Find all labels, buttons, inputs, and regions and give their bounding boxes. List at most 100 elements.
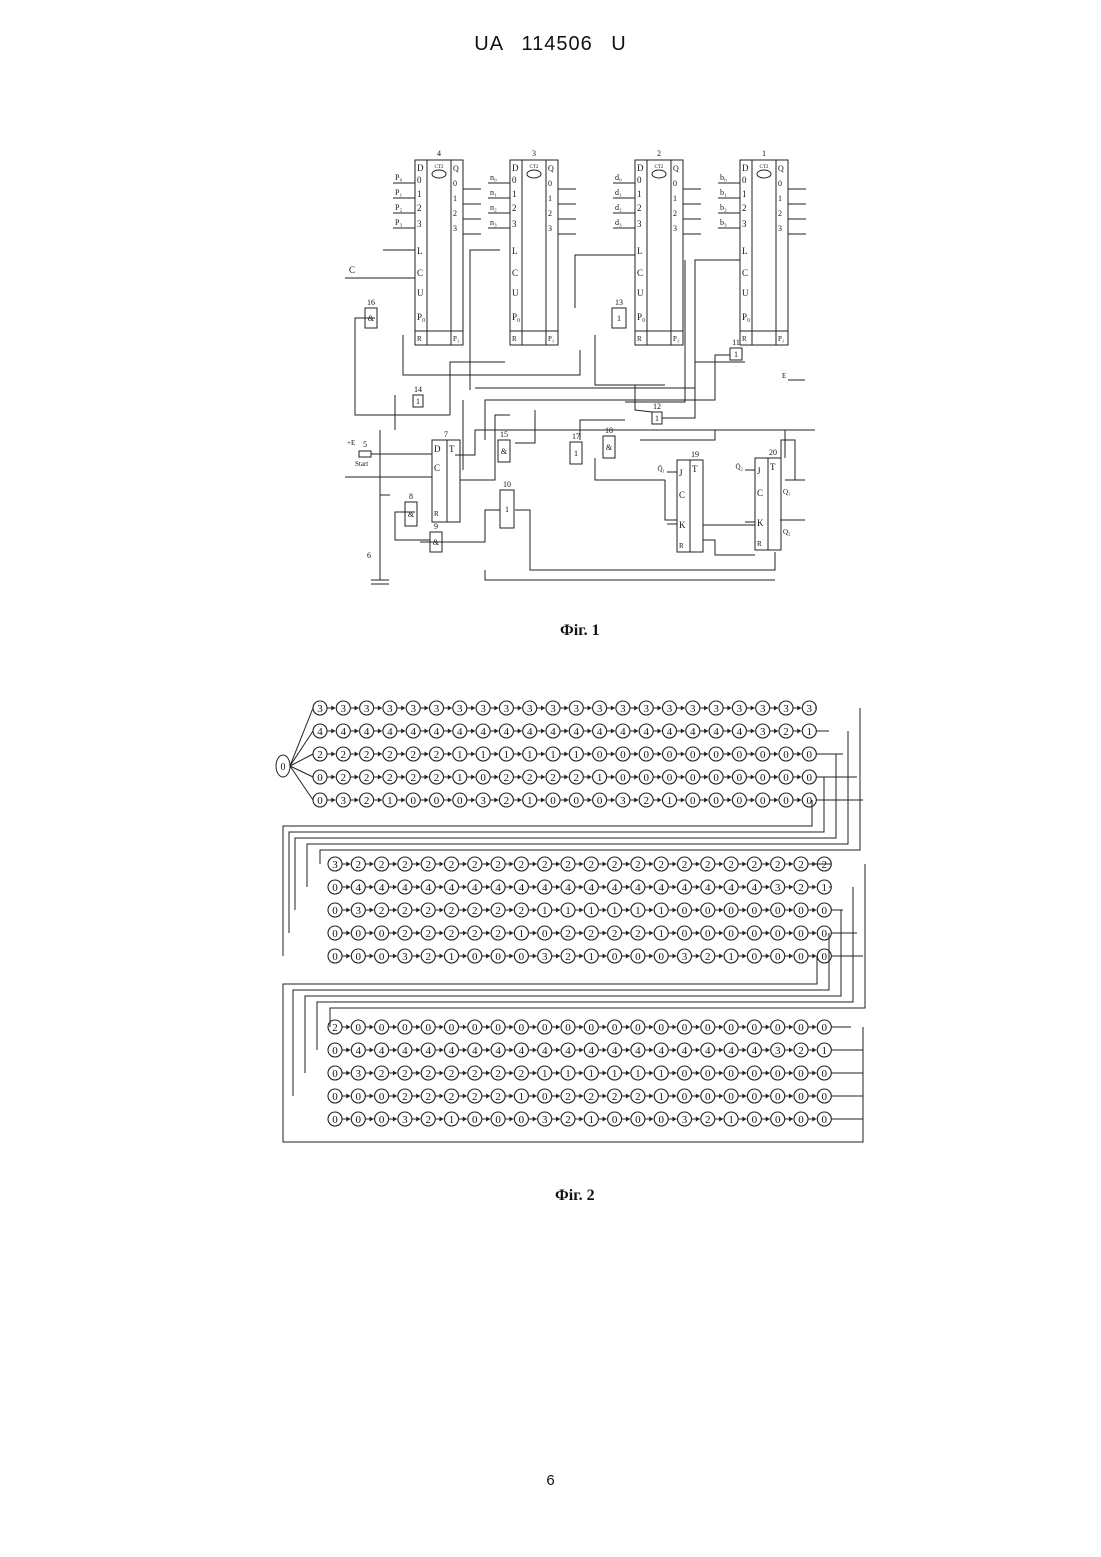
arrow-head (673, 954, 677, 959)
input-label: P₃ (395, 218, 402, 227)
state-value: 4 (504, 726, 510, 738)
state-value: 0 (425, 1022, 431, 1034)
arrow-head (509, 885, 513, 890)
state-value: 4 (519, 1045, 525, 1057)
state-value: 0 (737, 795, 743, 807)
state-value: 0 (783, 749, 789, 761)
state-value: 2 (449, 1068, 455, 1080)
wire (703, 540, 755, 555)
state-value: 2 (612, 1091, 618, 1103)
arrow-head (556, 1117, 560, 1122)
arrow-head (789, 908, 793, 913)
arrow-head (719, 908, 723, 913)
state-value: 0 (589, 1022, 595, 1034)
pin-label: R (637, 335, 642, 343)
arrow-head (564, 706, 568, 711)
pin-label: C (637, 268, 643, 278)
arrow-head (463, 954, 467, 959)
state-value: 2 (356, 859, 362, 871)
state-value: 0 (775, 1114, 781, 1126)
state-value: 4 (643, 726, 649, 738)
state-value: 4 (542, 1045, 548, 1057)
state-value: 4 (457, 726, 463, 738)
state-value: 4 (728, 1045, 734, 1057)
pin-label: 0 (778, 179, 782, 188)
state-value: 0 (682, 1068, 688, 1080)
arrow-head (533, 908, 537, 913)
state-value: 0 (822, 1091, 828, 1103)
pin-label: 0 (453, 179, 457, 188)
wire (781, 440, 795, 480)
gate-symbol: & (501, 447, 508, 456)
jk-flipflop-20: 20JTCKRQ̄₂ (736, 448, 782, 550)
arrow-head (416, 885, 420, 890)
state-value: 3 (387, 703, 393, 715)
arrow-head (696, 885, 700, 890)
input-label: P₂ (395, 203, 402, 212)
pin-label: 2 (778, 209, 782, 218)
up-down-symbol (652, 170, 666, 178)
svg-text:C: C (757, 488, 763, 498)
counter-type: CT2 (760, 165, 769, 170)
arrow-head (766, 908, 770, 913)
state-value: 2 (798, 1045, 804, 1057)
arrow-head (634, 798, 638, 803)
state-value: 3 (597, 703, 603, 715)
arrow-head (425, 752, 429, 757)
state-value: 4 (752, 882, 758, 894)
pin-label: C (742, 268, 748, 278)
state-value: 2 (472, 928, 478, 940)
pin-label: U (637, 288, 644, 298)
state-value: 4 (519, 882, 525, 894)
arrow-head (727, 706, 731, 711)
arrow-head (812, 1071, 816, 1076)
state-value: 0 (807, 749, 813, 761)
arrow-head (727, 752, 731, 757)
state-value: 1 (519, 928, 525, 940)
state-value: 3 (783, 703, 789, 715)
state-value: 3 (402, 951, 408, 963)
state-value: 4 (364, 726, 370, 738)
state-value: 0 (822, 1068, 828, 1080)
arrow-head (742, 1048, 746, 1053)
arrow-head (751, 729, 755, 734)
arrow-head (370, 1071, 374, 1076)
arrow-head (401, 706, 405, 711)
state-value: 0 (760, 795, 766, 807)
arrow-head (346, 1071, 350, 1076)
state-value: 3 (542, 1114, 548, 1126)
arrow-head (626, 1094, 630, 1099)
state-value: 2 (364, 772, 370, 784)
arrow-head (649, 1048, 653, 1053)
arrow-head (509, 862, 513, 867)
arrow-head (518, 706, 522, 711)
arrow-head (416, 1048, 420, 1053)
state-value: 2 (379, 1068, 385, 1080)
state-value: 3 (574, 703, 580, 715)
arrow-head (509, 1025, 513, 1030)
state-value: 1 (589, 951, 595, 963)
arrow-head (440, 908, 444, 913)
arrow-head (658, 706, 662, 711)
arrow-head (346, 1048, 350, 1053)
pin-label: Q̄₁ (658, 465, 666, 473)
arrow-head (370, 1117, 374, 1122)
arrow-head (331, 729, 335, 734)
pin-label: 3 (512, 219, 517, 229)
arrow-head (370, 954, 374, 959)
state-value: 1 (589, 1068, 595, 1080)
arrow-head (355, 798, 359, 803)
state-value: 0 (379, 1091, 385, 1103)
arrow-head (448, 729, 452, 734)
arrow-head (588, 729, 592, 734)
arrow-head (649, 931, 653, 936)
arrow-head (681, 706, 685, 711)
svg-text:J: J (757, 466, 761, 476)
state-value: 4 (480, 726, 486, 738)
pin-label: P₀ (512, 312, 520, 322)
arrow-head (634, 706, 638, 711)
plus-e-label: +E (347, 439, 355, 447)
state-value: 0 (472, 951, 478, 963)
state-value: 3 (504, 703, 510, 715)
arrow-head (673, 885, 677, 890)
